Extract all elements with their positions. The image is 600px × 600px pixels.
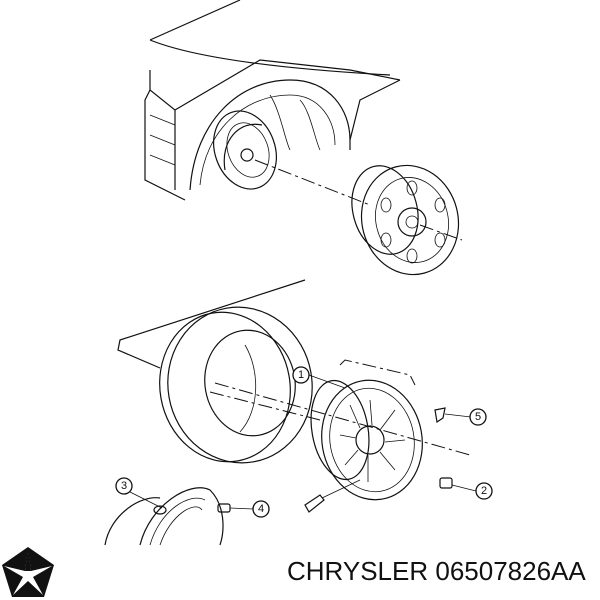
- callout-label: 2: [481, 485, 487, 497]
- car-fender-illustration: [144, 0, 401, 201]
- part-caption: CHRYSLER 06507826AA: [287, 556, 586, 587]
- callout-1[interactable]: 1: [292, 366, 310, 384]
- part-number: 06507826AA: [435, 556, 586, 586]
- balance-weight-illustration: [434, 407, 446, 424]
- alloy-wheel-illustration: [310, 359, 423, 501]
- brand-name: CHRYSLER: [287, 556, 429, 586]
- steel-wheel-illustration: [351, 164, 460, 276]
- wheel-stud-illustration: [304, 494, 325, 513]
- callout-4[interactable]: 4: [252, 500, 270, 518]
- callout-3[interactable]: 3: [115, 477, 133, 495]
- callout-label: 5: [475, 411, 481, 423]
- callout-2[interactable]: 2: [475, 482, 493, 500]
- callout-label: 3: [121, 480, 127, 492]
- lug-nut-illustration: [439, 477, 453, 489]
- callout-label: 1: [298, 369, 304, 381]
- spare-wheel-illustration: [104, 487, 224, 546]
- callout-5[interactable]: 5: [469, 408, 487, 426]
- chrysler-pentastar-logo: [2, 547, 54, 597]
- tire-illustration: [159, 306, 313, 464]
- callout-label: 4: [258, 503, 264, 515]
